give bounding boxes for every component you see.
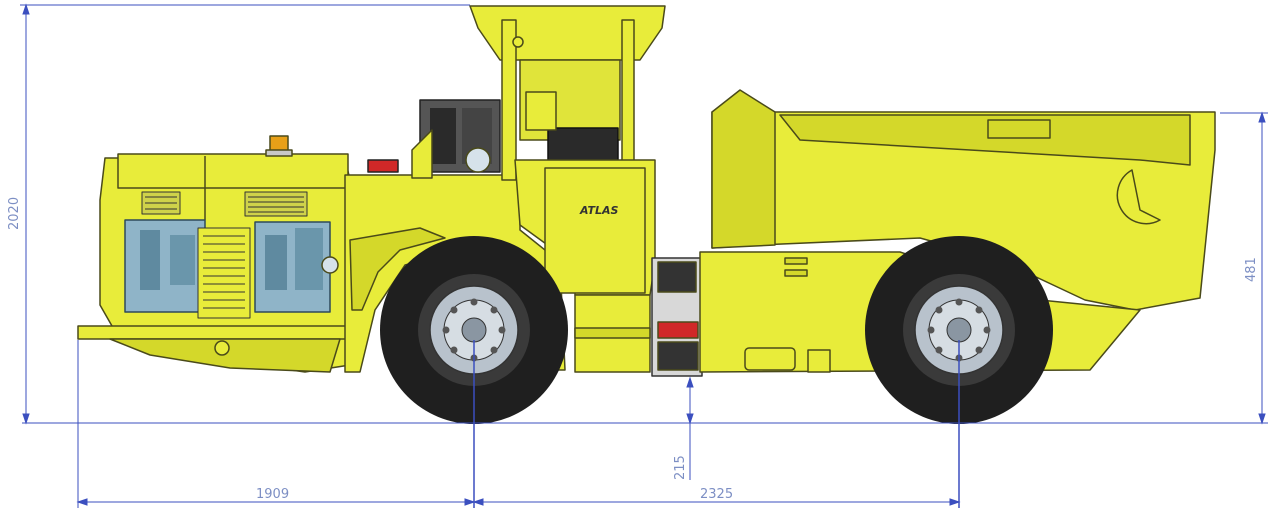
front-fender <box>349 227 446 311</box>
dump-box-pivot <box>1116 169 1161 225</box>
canopy <box>469 5 666 181</box>
articulation-hinge <box>651 257 703 377</box>
cab-logo: ATLAS <box>579 204 618 217</box>
dim-ground-clearance: 215 <box>673 455 688 480</box>
dim-box-height: 481 <box>1244 257 1259 282</box>
front-wheel <box>865 236 1053 424</box>
dim-wheelbase: 2325 <box>700 487 733 502</box>
dump-box-rib <box>779 114 1191 166</box>
dim-overall-height: 2020 <box>7 197 22 230</box>
dump-box-front-wall <box>711 89 776 249</box>
cab-door <box>544 167 646 294</box>
canopy-roof <box>469 5 666 61</box>
top-grille <box>141 191 308 217</box>
beacon-light <box>265 135 293 157</box>
dump-box <box>711 89 1216 330</box>
rear-wheel <box>380 236 568 424</box>
lower-skirt <box>109 338 341 373</box>
radiator-grille <box>197 227 251 319</box>
engine-internals <box>124 219 339 313</box>
rear-bumper <box>77 325 349 340</box>
engine-top-panel <box>117 153 349 189</box>
dim-front-to-axle: 1909 <box>256 487 289 502</box>
engine-top-hardware <box>367 99 501 179</box>
dimension-lines <box>20 3 1268 508</box>
engine-compartment <box>77 135 351 373</box>
